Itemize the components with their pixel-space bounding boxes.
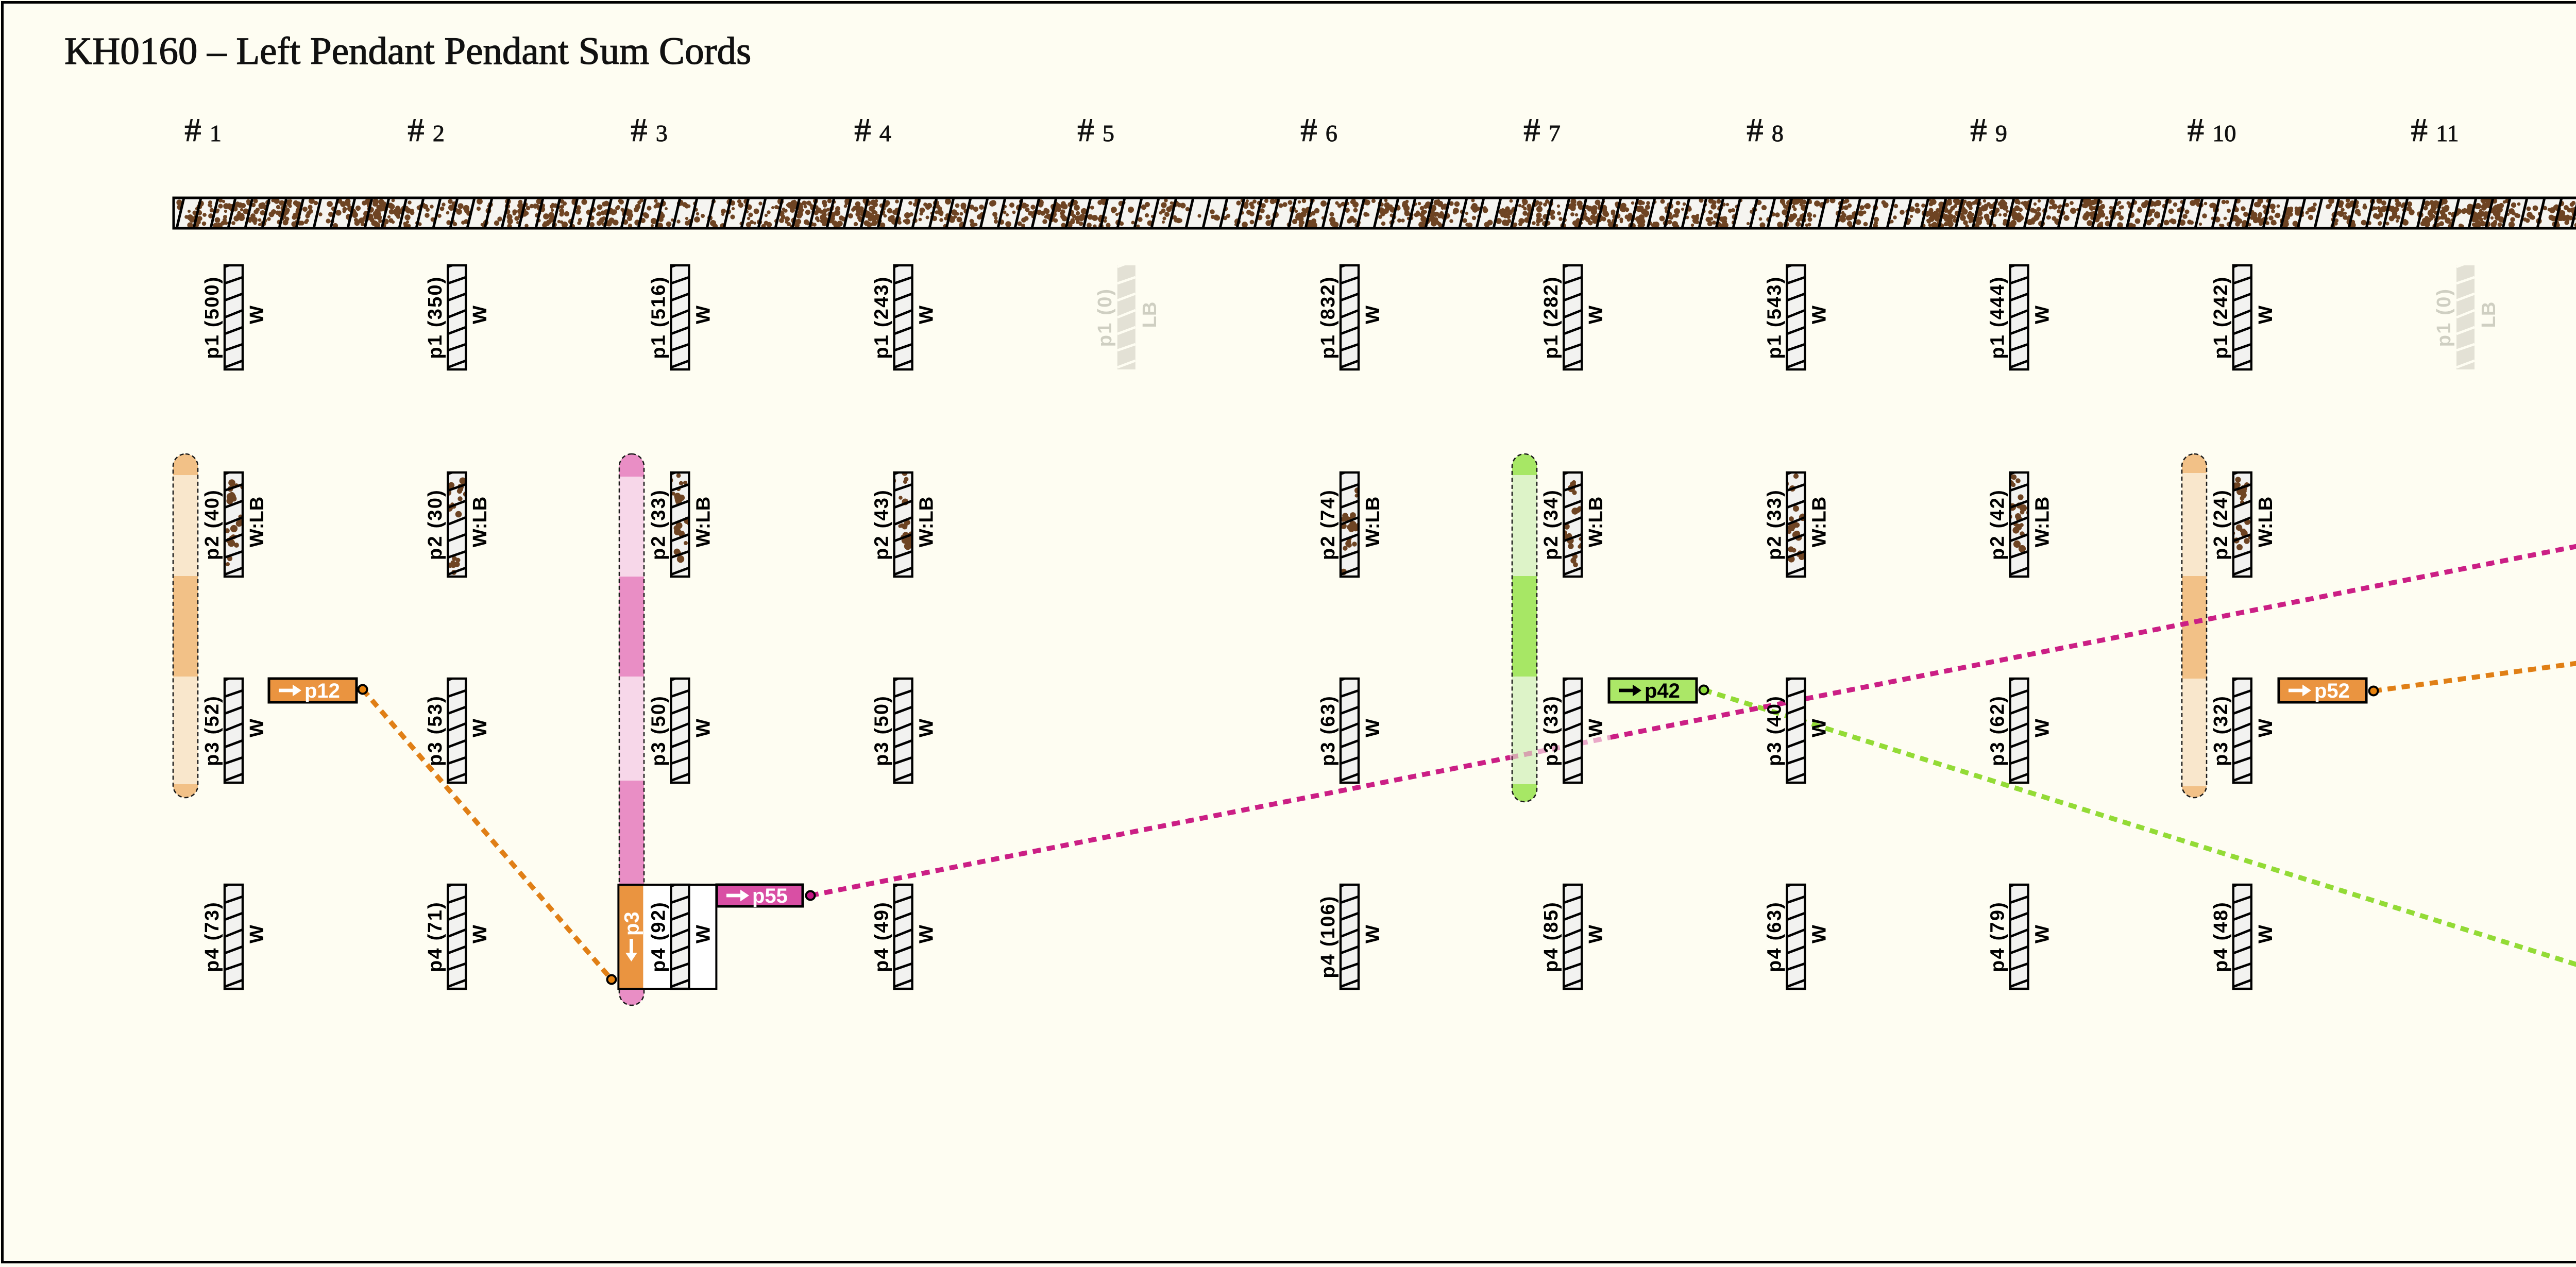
svg-text:W:LB: W:LB — [469, 497, 491, 548]
svg-text:W: W — [246, 306, 268, 324]
svg-text:W: W — [246, 719, 268, 737]
svg-text:W: W — [1808, 719, 1830, 737]
svg-text:p2 (33): p2 (33) — [648, 489, 669, 560]
svg-text:W:LB: W:LB — [916, 497, 938, 548]
svg-text:p2 (42): p2 (42) — [1987, 489, 2009, 560]
svg-text:KH0160 – Left Pendant Pendant: KH0160 – Left Pendant Pendant Sum Cords — [64, 30, 751, 73]
svg-text:W: W — [469, 925, 491, 943]
svg-text:W: W — [2255, 306, 2277, 324]
svg-text:p4 (92): p4 (92) — [648, 901, 669, 972]
svg-text:W: W — [916, 925, 938, 943]
svg-text:p42: p42 — [1645, 680, 1680, 702]
svg-text:p1 (543): p1 (543) — [1764, 276, 1785, 359]
svg-text:p2 (24): p2 (24) — [2210, 489, 2232, 560]
svg-text:p1 (516): p1 (516) — [648, 276, 669, 359]
svg-text:W: W — [1808, 306, 1830, 324]
svg-text:p4 (85): p4 (85) — [1540, 901, 1562, 972]
svg-text:LB: LB — [2478, 302, 2500, 328]
svg-text:W:LB: W:LB — [246, 497, 268, 548]
svg-text:W: W — [2032, 719, 2054, 737]
svg-text:p4 (71): p4 (71) — [425, 901, 446, 972]
svg-text:W: W — [692, 925, 714, 943]
svg-text:p1 (832): p1 (832) — [1317, 276, 1339, 359]
svg-text:p1 (0): p1 (0) — [2433, 288, 2455, 347]
svg-text:W: W — [469, 306, 491, 324]
svg-text:p3 (50): p3 (50) — [648, 695, 669, 766]
svg-text:p4 (79): p4 (79) — [1987, 901, 2009, 972]
svg-text:p1 (282): p1 (282) — [1540, 276, 1562, 359]
svg-text:W: W — [2032, 925, 2054, 943]
svg-text:p3 (40): p3 (40) — [1764, 695, 1785, 766]
svg-text:p3 (62): p3 (62) — [1987, 695, 2009, 766]
svg-text:W: W — [692, 719, 714, 737]
svg-text:W: W — [1362, 925, 1384, 943]
svg-text:p1 (350): p1 (350) — [425, 276, 446, 359]
svg-text:p1 (500): p1 (500) — [201, 276, 223, 359]
svg-text:W: W — [2032, 306, 2054, 324]
svg-text:W:LB: W:LB — [2255, 497, 2277, 548]
svg-text:p4 (49): p4 (49) — [871, 901, 893, 972]
svg-text:p2 (33): p2 (33) — [1764, 489, 1785, 560]
svg-text:W: W — [1585, 719, 1607, 737]
svg-text:W:LB: W:LB — [2032, 497, 2054, 548]
svg-text:W:LB: W:LB — [1808, 497, 1830, 548]
svg-text:p3: p3 — [620, 911, 643, 936]
svg-text:W: W — [1585, 925, 1607, 943]
svg-text:W: W — [1362, 719, 1384, 737]
svg-text:p2 (74): p2 (74) — [1317, 489, 1339, 560]
svg-text:p1 (444): p1 (444) — [1987, 276, 2009, 359]
svg-text:p3 (33): p3 (33) — [1540, 695, 1562, 766]
svg-text:W: W — [246, 925, 268, 943]
svg-text:p3 (63): p3 (63) — [1317, 695, 1339, 766]
svg-text:p3 (53): p3 (53) — [425, 695, 446, 766]
svg-text:W: W — [1362, 306, 1384, 324]
svg-text:p1 (243): p1 (243) — [871, 276, 893, 359]
svg-text:p2 (40): p2 (40) — [201, 489, 223, 560]
svg-text:W:LB: W:LB — [692, 497, 714, 548]
svg-text:W: W — [2255, 925, 2277, 943]
svg-text:p3 (52): p3 (52) — [201, 695, 223, 766]
svg-text:p12: p12 — [304, 680, 340, 702]
svg-text:p1 (0): p1 (0) — [1094, 288, 1116, 347]
svg-text:W: W — [916, 719, 938, 737]
svg-text:p4 (48): p4 (48) — [2210, 901, 2232, 972]
svg-text:p4 (73): p4 (73) — [201, 901, 223, 972]
svg-text:W: W — [1585, 306, 1607, 324]
svg-text:W:LB: W:LB — [1585, 497, 1607, 548]
svg-text:LB: LB — [1139, 302, 1161, 328]
svg-text:W: W — [1808, 925, 1830, 943]
svg-text:W: W — [916, 306, 938, 324]
svg-text:p1 (242): p1 (242) — [2210, 276, 2232, 359]
svg-text:p2 (34): p2 (34) — [1540, 489, 1562, 560]
svg-text:W: W — [2255, 719, 2277, 737]
svg-text:p4 (106): p4 (106) — [1317, 895, 1339, 978]
svg-text:p3 (50): p3 (50) — [871, 695, 893, 766]
svg-text:p2 (43): p2 (43) — [871, 489, 893, 560]
svg-text:p55: p55 — [752, 885, 788, 907]
svg-text:p3 (32): p3 (32) — [2210, 695, 2232, 766]
svg-text:W:LB: W:LB — [1362, 497, 1384, 548]
svg-text:p2 (30): p2 (30) — [425, 489, 446, 560]
svg-text:W: W — [469, 719, 491, 737]
svg-text:p4 (63): p4 (63) — [1764, 901, 1785, 972]
svg-text:W: W — [692, 306, 714, 324]
svg-text:p52: p52 — [2314, 680, 2350, 702]
